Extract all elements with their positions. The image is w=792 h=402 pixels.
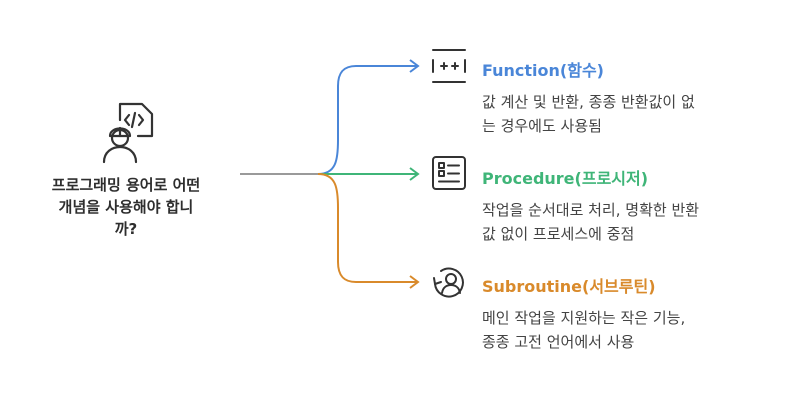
question-text: 프로그래밍 용어로 어떤 개념을 사용해야 합니 까? [14, 174, 238, 240]
function-desc-line-1: 값 계산 및 반환, 종종 반환값이 없 [482, 93, 695, 111]
function-arrowhead [409, 59, 420, 73]
function-desc-line-2: 는 경우에도 사용됨 [482, 117, 602, 135]
procedure-desc-line-2: 값 없이 프로세스에 중점 [482, 225, 635, 243]
question-line-2: 개념을 사용해야 합니 [58, 198, 194, 216]
developer-icon [102, 102, 154, 164]
question-line-3: 까? [114, 220, 138, 238]
function-description: 값 계산 및 반환, 종종 반환값이 없 는 경우에도 사용됨 [482, 90, 782, 138]
function-title: Function(함수) [482, 61, 604, 80]
function-grid-icon [432, 49, 466, 83]
procedure-arrowhead [409, 167, 420, 181]
user-cycle-icon [433, 267, 464, 298]
subroutine-arrowhead [409, 275, 420, 289]
list-document-icon [432, 156, 466, 190]
subroutine-title: Subroutine(서브루틴) [482, 277, 656, 296]
subroutine-desc-line-1: 메인 작업을 지원하는 작은 기능, [482, 309, 686, 327]
subroutine-branch-line [317, 173, 418, 283]
subroutine-description: 메인 작업을 지원하는 작은 기능, 종종 고전 언어에서 사용 [482, 306, 782, 354]
subroutine-desc-line-2: 종종 고전 언어에서 사용 [482, 333, 635, 351]
function-branch-line [317, 65, 418, 175]
question-line-1: 프로그래밍 용어로 어떤 [51, 176, 201, 194]
procedure-desc-line-1: 작업을 순서대로 처리, 명확한 반환 [482, 201, 700, 219]
procedure-description: 작업을 순서대로 처리, 명확한 반환 값 없이 프로세스에 중점 [482, 198, 782, 246]
procedure-title: Procedure(프로시저) [482, 169, 649, 188]
